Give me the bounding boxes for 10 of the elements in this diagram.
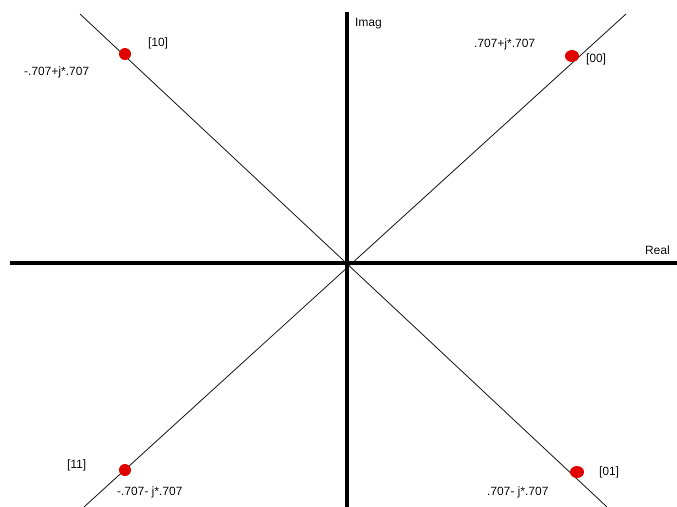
symbol-label: [11]	[67, 457, 86, 471]
symbol-label: [10]	[148, 35, 168, 49]
coordinate-label: .707- j*.707	[487, 484, 548, 498]
coordinate-label: -.707- j*.707	[117, 484, 182, 498]
axis-label: Real	[645, 243, 670, 257]
coordinate-label: .707+j*.707	[474, 36, 536, 50]
symbol-label: [00]	[586, 51, 606, 65]
coordinate-label: -.707+j*.707	[24, 64, 90, 78]
axis-label: Imag	[355, 15, 382, 29]
symbol-label: [01]	[599, 464, 620, 478]
